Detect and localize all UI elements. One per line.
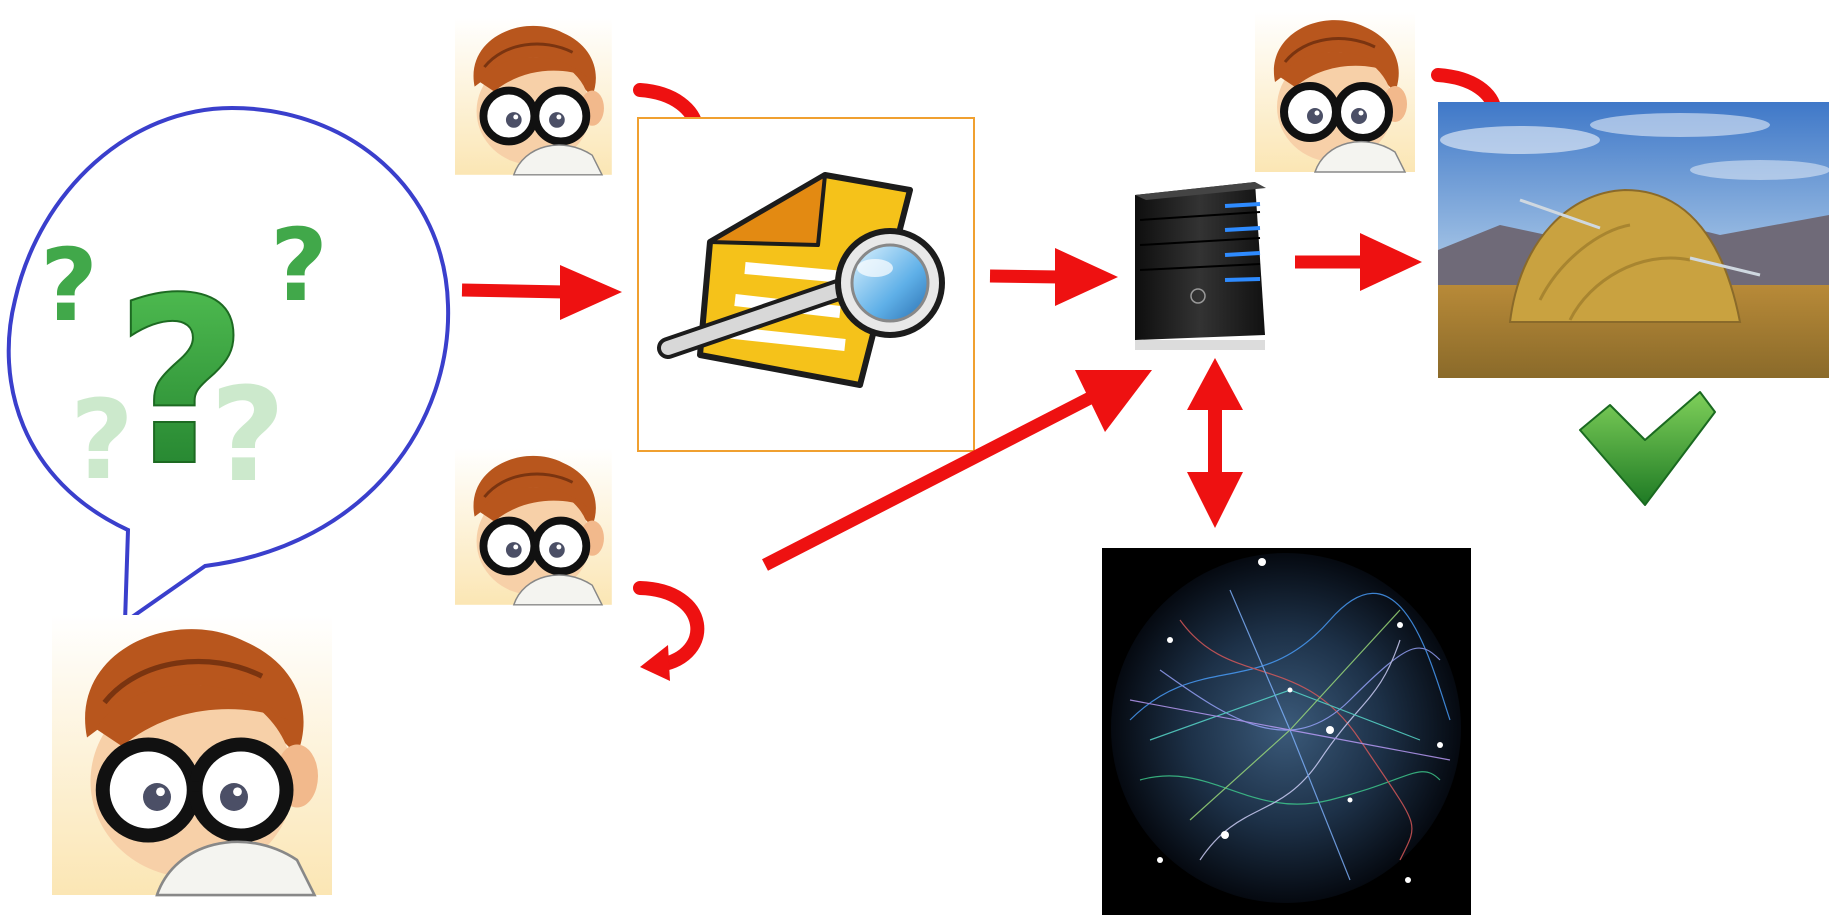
arrow-document-to-server [989,248,1118,306]
thinking-person [52,615,332,895]
speech-bubble [6,105,451,626]
svg-text:?: ? [70,376,134,504]
double-arrow-server-network [1187,358,1243,528]
question-marks-icon: ? ? ? ? ? [40,207,328,518]
internet-map-image [1102,548,1471,915]
document-search-icon [657,172,945,388]
nerd-top [455,18,612,175]
arrow-nerd-to-server [762,370,1152,571]
nerd-right [1255,12,1415,172]
needle-in-haystack-photo [1438,102,1829,378]
svg-text:?: ? [210,359,285,511]
svg-text:?: ? [115,250,248,517]
arrow-bubble-to-document [461,265,622,320]
arrow-server-to-haystack [1295,233,1422,291]
server-tower-icon [1135,182,1266,350]
nerd-bottom [455,448,612,605]
check-icon [1579,391,1716,506]
svg-text:?: ? [270,207,328,324]
curved-arrow-bottom [633,581,705,681]
svg-text:?: ? [40,227,98,344]
